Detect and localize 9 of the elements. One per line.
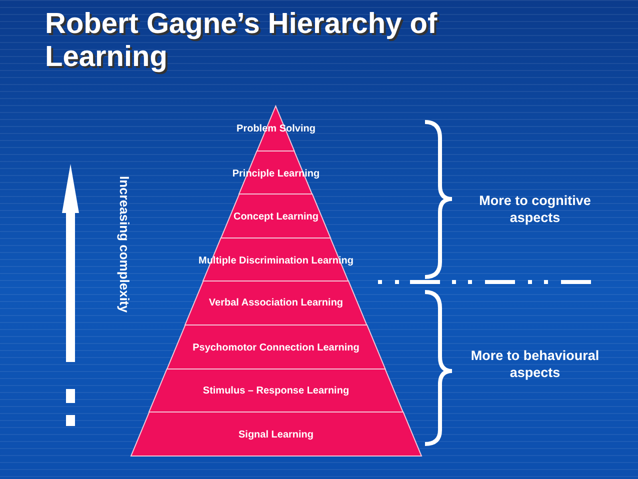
level-label: Psychomotor Connection Learning: [192, 342, 360, 354]
bracket-label: More to cognitive aspects: [478, 192, 592, 226]
level-label: Verbal Association Learning: [208, 298, 344, 308]
level-label: Signal Learning: [238, 430, 314, 440]
title: Robert Gagne’s Hierarchy of Learning: [45, 8, 438, 74]
level-label: Stimulus – Response Learning: [202, 386, 350, 396]
level-label: Concept Learning: [233, 212, 318, 222]
axis-label: Increasing complexity: [117, 176, 132, 313]
bracket-label: More to behavioural aspects: [470, 347, 600, 381]
